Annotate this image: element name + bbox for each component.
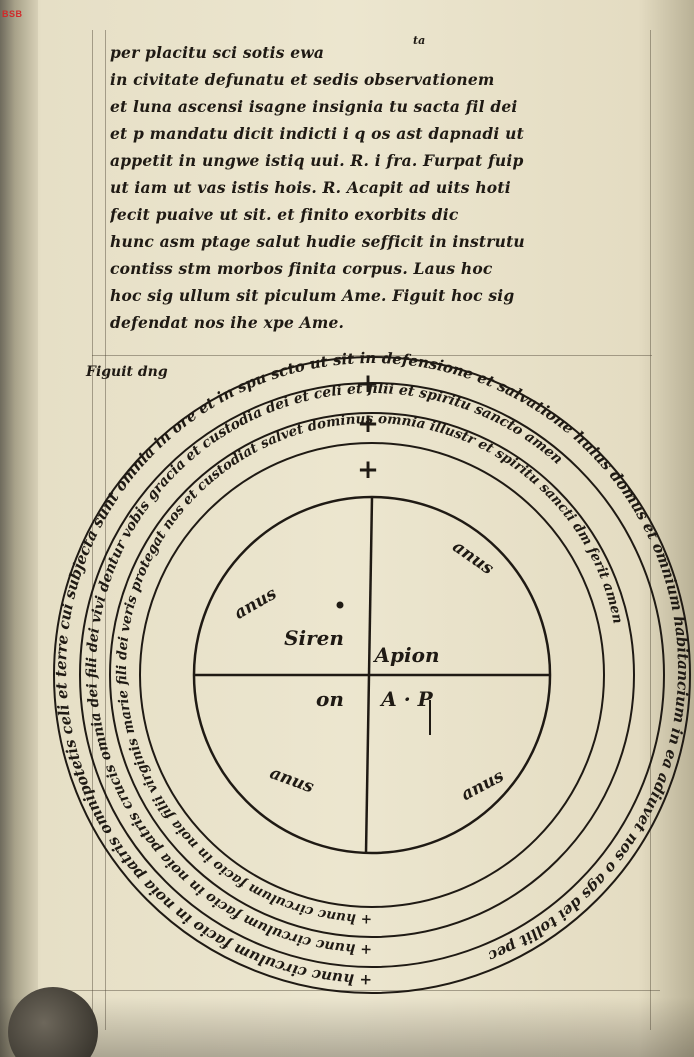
label-center-right: Apion <box>373 643 440 667</box>
label-lower-center-right: A · P <box>379 687 433 711</box>
page-bottom-shadow <box>0 997 694 1057</box>
label-center-left: Siren <box>284 626 344 650</box>
text-line: hunc asm ptage salut hudie sefficit in i… <box>110 232 525 251</box>
ring-outermost <box>53 356 691 994</box>
cross-mark-inner: + <box>357 455 379 485</box>
ruling-vertical-left <box>92 30 93 1030</box>
label-upper-left: anus <box>231 583 281 623</box>
outer-ring-text: + hunc circulum facio in noia patris omn… <box>52 349 692 989</box>
text-line: appetit in ungwe istiq uui. R. i fra. Fu… <box>110 151 524 170</box>
page-gutter <box>0 0 38 1057</box>
ruling-horizontal-bottom <box>60 990 660 991</box>
margin-note: Figuit dng <box>86 364 168 380</box>
text-line: defendat nos ihe xpe Ame. <box>110 313 345 332</box>
text-line: contiss stm morbos finita corpus. Laus h… <box>110 259 493 278</box>
superscript-note: ta <box>413 34 426 47</box>
ruling-horizontal-text <box>92 355 652 356</box>
ink-dot <box>336 601 344 609</box>
library-stamp: BSB <box>2 9 23 19</box>
text-line: ut iam ut vas istis hois. R. Acapit ad u… <box>110 178 511 197</box>
ring-4 <box>139 442 605 908</box>
ruling-vertical-inner <box>105 30 106 1030</box>
thumb-shadow <box>8 987 98 1057</box>
text-line: fecit puaive ut sit. et finito exorbits … <box>110 205 459 224</box>
ring-2 <box>79 382 665 968</box>
text-line: et luna ascensi isagne insignia tu sacta… <box>110 97 518 116</box>
text-line: et p mandatu dicit indicti i q os ast da… <box>110 124 524 143</box>
text-line: hoc sig ullum sit piculum Ame. Figuit ho… <box>110 286 515 305</box>
text-line: in civitate defunatu et sedis observatio… <box>110 70 495 89</box>
text-block: per placitu sci sotis ewa in civitate de… <box>110 40 670 360</box>
label-lower-center-left: on <box>316 687 344 711</box>
text-line: per placitu sci sotis ewa <box>110 43 325 62</box>
ruling-vertical-right <box>650 30 651 1030</box>
label-lower-left: anus <box>267 763 317 797</box>
cross-mark-middle: + <box>357 409 379 439</box>
vertical-divider <box>364 496 374 854</box>
cross-mark-outer: + <box>357 369 379 399</box>
ring-3 <box>109 412 635 938</box>
